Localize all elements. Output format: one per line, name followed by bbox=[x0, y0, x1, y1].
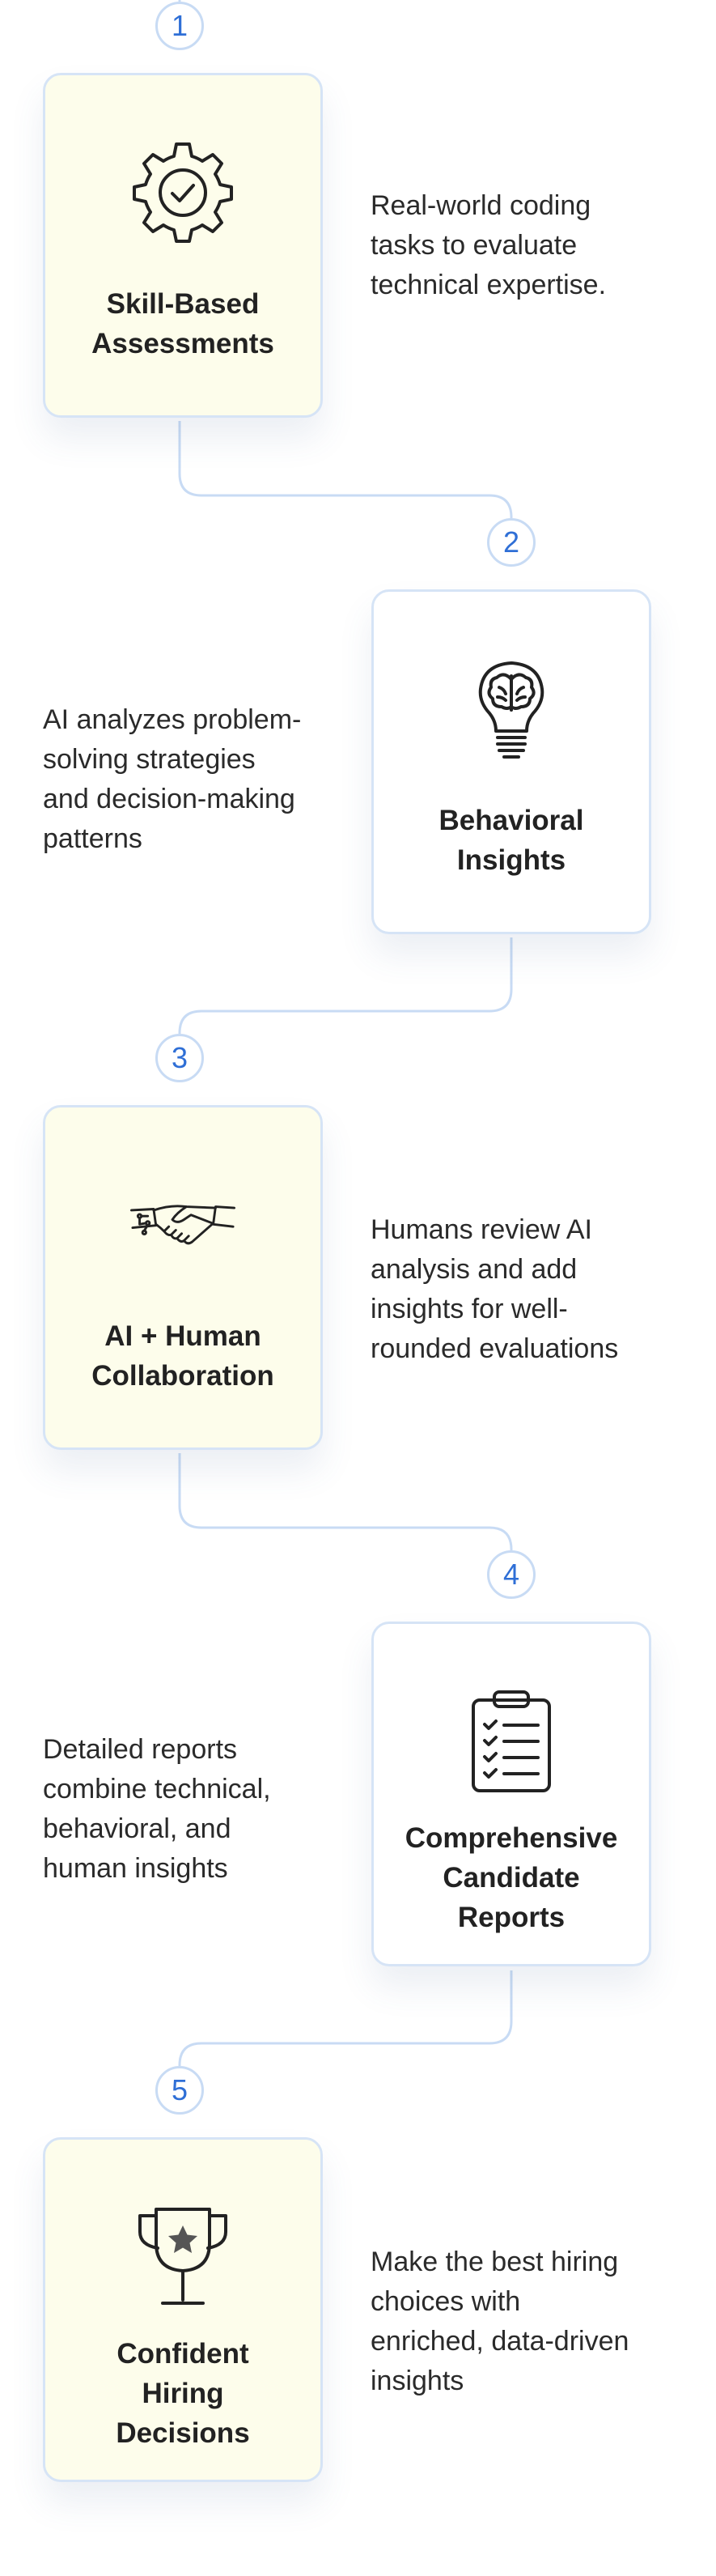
step-description-3: Humans review AI analysis and add insigh… bbox=[371, 1214, 619, 1364]
connector-4-5 bbox=[178, 1970, 513, 2066]
connector-3-4 bbox=[178, 1453, 513, 1550]
handshake-icon bbox=[130, 1172, 235, 1277]
step-title: Confident Hiring Decisions bbox=[116, 2338, 250, 2449]
step-title: Skill-Based Assessments bbox=[91, 288, 274, 359]
step-card-ai-human-collaboration: AI + Human Collaboration bbox=[43, 1105, 323, 1450]
step-number-badge-2: 2 bbox=[487, 518, 536, 567]
step-number-badge-1: 1 bbox=[155, 2, 204, 50]
step-number-badge-4: 4 bbox=[487, 1550, 536, 1599]
step-number-badge-3: 3 bbox=[155, 1034, 204, 1082]
step-title: Behavioral Insights bbox=[438, 805, 584, 876]
step-card-skill-based-assessments: Skill-Based Assessments bbox=[43, 73, 323, 418]
step-number-badge-5: 5 bbox=[155, 2066, 204, 2115]
step-card-behavioral-insights: Behavioral Insights bbox=[371, 589, 651, 934]
step-card-comprehensive-candidate-reports: Comprehensive Candidate Reports bbox=[371, 1622, 651, 1966]
gear-check-icon bbox=[130, 140, 235, 245]
step-card-confident-hiring-decisions: Confident Hiring Decisions bbox=[43, 2137, 323, 2482]
step-description-2: AI analyzes problem- solving strategies … bbox=[43, 704, 302, 854]
step-title: AI + Human Collaboration bbox=[91, 1320, 274, 1392]
step-description-5: Make the best hiring choices with enrich… bbox=[371, 2247, 629, 2396]
trophy-star-icon bbox=[130, 2204, 235, 2310]
connector-2-3 bbox=[178, 937, 513, 1034]
clipboard-list-icon bbox=[459, 1689, 564, 1794]
step-title: Comprehensive Candidate Reports bbox=[405, 1822, 618, 1933]
connector-1-2 bbox=[178, 421, 513, 518]
step-description-1: Real-world coding tasks to evaluate tech… bbox=[371, 190, 607, 300]
step-description-4: Detailed reports combine technical, beha… bbox=[43, 1734, 271, 1884]
lightbulb-brain-icon bbox=[459, 657, 564, 762]
